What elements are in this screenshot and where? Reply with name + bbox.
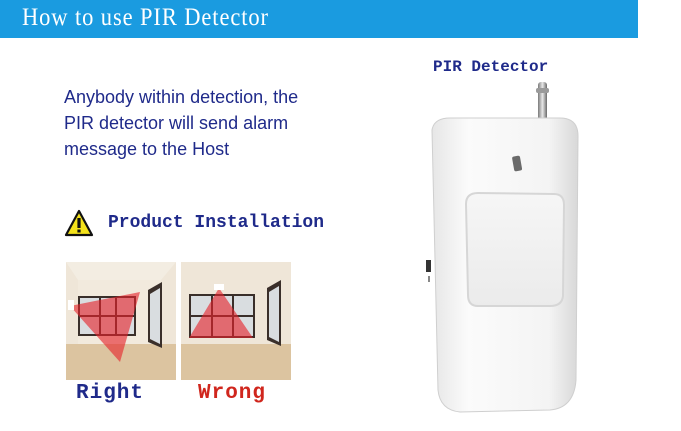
intro-line: PIR detector will send alarm <box>64 113 289 133</box>
intro-line: message to the Host <box>64 139 230 159</box>
installation-heading: Product Installation <box>64 208 324 238</box>
page-title: How to use PIR Detector <box>22 4 269 31</box>
product-label: PIR Detector <box>433 58 549 76</box>
header-bar: How to use PIR Detector <box>0 0 638 38</box>
caption-wrong: Wrong <box>198 382 267 405</box>
caption-right: Right <box>76 382 145 405</box>
installation-label: Product Installation <box>108 213 325 233</box>
pir-detector-image <box>410 80 590 420</box>
photo-wrong-installation <box>181 262 291 380</box>
photo-right-installation <box>66 262 176 380</box>
intro-line: Anybody within detection, the <box>64 87 299 107</box>
intro-text: Anybody within detection, the PIR detect… <box>64 84 364 162</box>
warning-triangle-icon <box>64 209 94 237</box>
